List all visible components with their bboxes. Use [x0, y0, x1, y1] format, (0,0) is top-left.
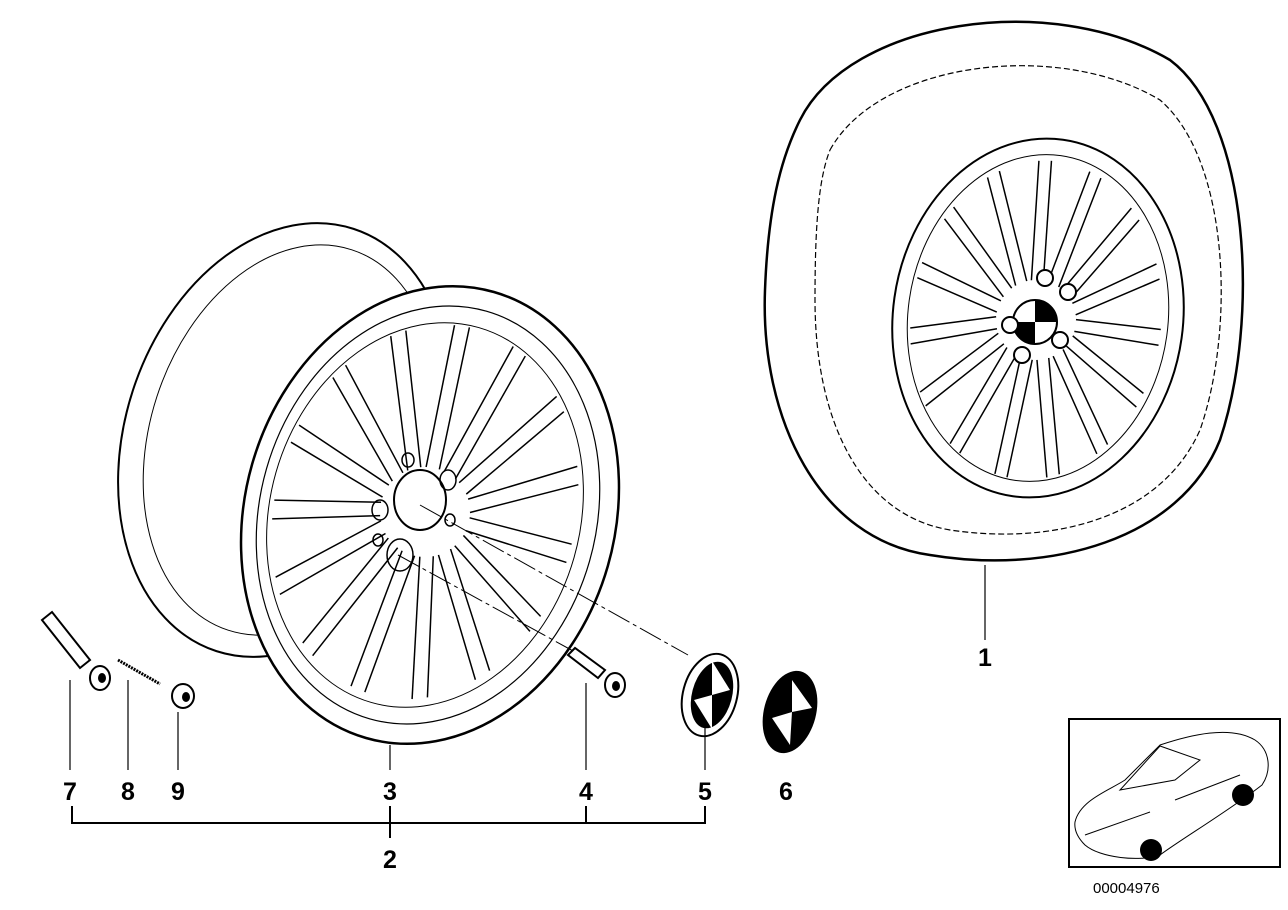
spoke-edge [274, 499, 382, 503]
spoke-edge [1036, 359, 1048, 478]
rim-center-bore [393, 469, 447, 531]
spoke-edge [1072, 263, 1157, 305]
callout-9: 9 [171, 778, 185, 806]
spoke-edge [465, 530, 567, 564]
callout-4: 4 [579, 778, 593, 806]
spoke-edge [921, 261, 1002, 302]
spoke-edge [1072, 335, 1144, 394]
spoke-edge [465, 411, 565, 495]
spoke-edge [998, 170, 1028, 282]
spoke-edge [275, 520, 382, 578]
spoke-edge [910, 327, 998, 345]
inset-diagram-code: 00004976 [1093, 880, 1160, 897]
valve-cap-icon [171, 683, 195, 709]
callout-5: 5 [698, 778, 712, 806]
spoke-edge [1074, 330, 1159, 347]
spoke-edge [449, 548, 491, 671]
spoke-edge [1030, 160, 1040, 281]
spoke-edge [949, 347, 1008, 445]
spoke-edge [272, 514, 381, 520]
callout-7: 7 [63, 778, 77, 806]
spoke-edge [467, 465, 578, 500]
tire-wheel-assembly [763, 20, 1245, 562]
spoke-edge [952, 206, 1013, 289]
spoke-edge [462, 534, 542, 617]
spoke-edge [994, 356, 1022, 475]
spoke-edge [1048, 357, 1061, 475]
callout-8: 8 [121, 778, 135, 806]
spoke-edge [298, 424, 390, 486]
emblem-icon [762, 670, 818, 754]
tire-wheel-spokes [910, 160, 1161, 478]
spoke-edge [910, 316, 997, 329]
spoke-edge [1069, 219, 1140, 300]
wheel-bolt-icon [566, 646, 626, 698]
spoke-edge [332, 377, 393, 482]
spoke-edge [454, 545, 531, 632]
spoke-edge [1052, 355, 1098, 455]
spoke-edge [1062, 349, 1109, 445]
callout-1: 1 [978, 644, 992, 672]
spoke-edge [364, 555, 416, 693]
spoke-edge [411, 556, 421, 700]
callout-2: 2 [383, 846, 397, 874]
rim-spokes [272, 325, 579, 700]
spoke-edge [1058, 177, 1102, 288]
spoke-edge [925, 343, 1005, 407]
valve-icon [40, 610, 111, 691]
leader-lines [69, 565, 986, 838]
vehicle-location-inset [1068, 718, 1281, 868]
spoke-edge [438, 327, 471, 470]
spoke-edge [469, 483, 579, 514]
spoke-edge [454, 355, 526, 480]
spoke-edge [919, 332, 999, 393]
spoke-edge [425, 325, 456, 468]
spoke-edge [279, 532, 386, 596]
hub-cap-icon [680, 652, 740, 738]
spoke-edge [1075, 278, 1160, 316]
valve-insert-icon [117, 658, 161, 686]
spoke-edge [458, 395, 558, 484]
spoke-edge [1061, 207, 1132, 291]
spoke-edge [290, 441, 383, 498]
spoke-edge [350, 550, 403, 687]
spoke-edge [302, 537, 389, 644]
spoke-edge [959, 354, 1018, 454]
spoke-edge [1075, 318, 1161, 331]
spoke-edge [389, 336, 409, 471]
callout-3: 3 [383, 778, 397, 806]
spoke-edge [1006, 359, 1033, 478]
rim-front-face [239, 284, 621, 746]
spoke-edge [443, 346, 514, 472]
spoke-edge [344, 364, 404, 474]
spoke-edge [405, 330, 422, 468]
spoke-edge [1065, 345, 1137, 408]
spoke-edge [426, 556, 435, 698]
spoke-edge [917, 276, 998, 313]
callout-6: 6 [779, 778, 793, 806]
spoke-edge [469, 517, 572, 545]
spoke-edge [943, 218, 1004, 298]
spoke-edge [1047, 171, 1091, 283]
spoke-edge [1042, 160, 1053, 281]
spoke-edge [437, 554, 477, 680]
spoke-edge [986, 177, 1017, 286]
spoke-edge [312, 547, 399, 657]
